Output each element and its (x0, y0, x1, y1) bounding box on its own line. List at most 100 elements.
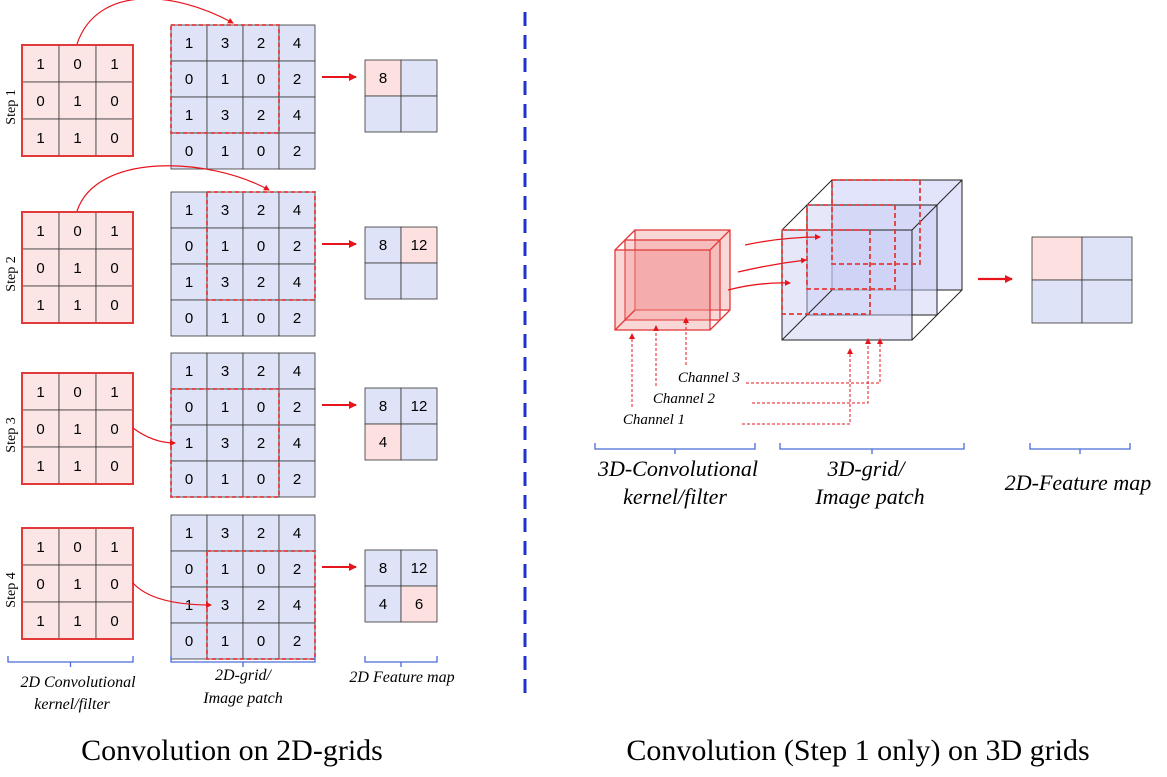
kernel-layer (624, 239, 721, 321)
feature-value: 8 (379, 560, 387, 577)
grid-cell (242, 24, 280, 62)
grid-cell (170, 60, 208, 98)
feature-cell-3d (1081, 279, 1133, 324)
grid-value: 2 (257, 597, 265, 614)
kernel-value: 1 (73, 613, 81, 630)
channel-leader (742, 348, 853, 425)
channel-label: Channel 3 (678, 370, 740, 386)
grid-value: 2 (257, 107, 265, 124)
grid-value: 1 (221, 633, 229, 650)
kernel-value: 0 (36, 260, 44, 277)
grid-cell (242, 586, 280, 624)
grid-value: 4 (293, 525, 301, 542)
grid-cell (206, 550, 244, 588)
grid-front-face (781, 229, 913, 341)
grid-value: 1 (185, 274, 193, 291)
grid-value: 2 (293, 633, 301, 650)
kernel-brace-3d (594, 443, 756, 450)
kernel-edge (614, 229, 636, 251)
grid-value: 2 (293, 399, 301, 416)
grid-value: 3 (221, 202, 229, 219)
grid-value: 0 (185, 633, 193, 650)
grid-value: 0 (185, 561, 193, 578)
kernel-label-3d: kernel/filter (623, 484, 727, 509)
kernel-value: 1 (73, 93, 81, 110)
step-label: Step 2 (4, 256, 19, 291)
grid-value: 0 (257, 633, 265, 650)
grid-value: 0 (257, 238, 265, 255)
kernel-label: kernel/filter (34, 696, 110, 713)
kernel-value: 0 (110, 458, 118, 475)
kernel-border (21, 211, 134, 324)
grid-value: 4 (293, 107, 301, 124)
grid-value: 1 (185, 363, 193, 380)
feature-value: 12 (411, 398, 428, 415)
grid-value: 1 (185, 107, 193, 124)
kernel-cell (58, 527, 97, 566)
kernel-label-3d: 3D-Convolutional (597, 456, 758, 481)
feature-value: 8 (379, 398, 387, 415)
kernel-cell (95, 601, 134, 640)
grid-cell (242, 424, 280, 462)
grid-cell (278, 263, 316, 301)
grid-value: 2 (257, 435, 265, 452)
kernel-edge (709, 229, 731, 251)
grid-value: 0 (185, 71, 193, 88)
kernel-cell (21, 564, 60, 603)
grid-value: 2 (293, 238, 301, 255)
left-caption: Convolution on 2D-grids (81, 734, 383, 767)
kernel-cell (95, 409, 134, 448)
feature-cell (400, 262, 438, 300)
kernel-value: 0 (110, 130, 118, 147)
channel-leader (746, 338, 883, 384)
grid-value: 3 (221, 435, 229, 452)
feature-brace-3d (1029, 443, 1131, 450)
grid-cell (242, 352, 280, 390)
feature-cell (400, 95, 438, 133)
kernel-cell (21, 211, 60, 250)
kernel-border (21, 44, 134, 157)
kernel-cell (95, 527, 134, 566)
grid-value: 0 (185, 143, 193, 160)
grid-cell (242, 622, 280, 660)
feature-cell (364, 387, 402, 425)
kernel-cell (58, 44, 97, 83)
grid-value: 2 (257, 525, 265, 542)
grid-value: 3 (221, 525, 229, 542)
kernel-value: 0 (73, 223, 81, 240)
grid-cell (278, 352, 316, 390)
grid-value: 2 (293, 561, 301, 578)
feature-value: 8 (379, 70, 387, 87)
feature-cell (364, 226, 402, 264)
grid-value: 1 (221, 238, 229, 255)
kernel-cell (58, 446, 97, 485)
grid-value: 0 (185, 399, 193, 416)
channel-arrow (737, 257, 807, 273)
kernel-brace (7, 656, 134, 663)
feature-value: 12 (411, 560, 428, 577)
feature-cell-3d (1031, 236, 1083, 281)
grid-value: 4 (293, 363, 301, 380)
grid-cell (278, 60, 316, 98)
kernel-cell (58, 409, 97, 448)
channel-label: Channel 2 (653, 391, 716, 407)
kernel-value: 0 (110, 297, 118, 314)
kernel-value: 1 (73, 421, 81, 438)
grid-value: 0 (257, 71, 265, 88)
feature-cell (364, 262, 402, 300)
step-label: Step 4 (4, 572, 19, 607)
grid-cell (206, 60, 244, 98)
feature-cell (364, 59, 402, 97)
feature-value: 4 (379, 596, 387, 613)
grid-cell (242, 60, 280, 98)
grid-value: 0 (257, 310, 265, 327)
channel-leader (752, 338, 871, 404)
kernel-to-window-arrow (132, 427, 176, 446)
kernel-cell (95, 285, 134, 324)
kernel-value: 1 (73, 576, 81, 593)
channel-arrow (727, 279, 791, 291)
grid-edge (911, 289, 963, 341)
